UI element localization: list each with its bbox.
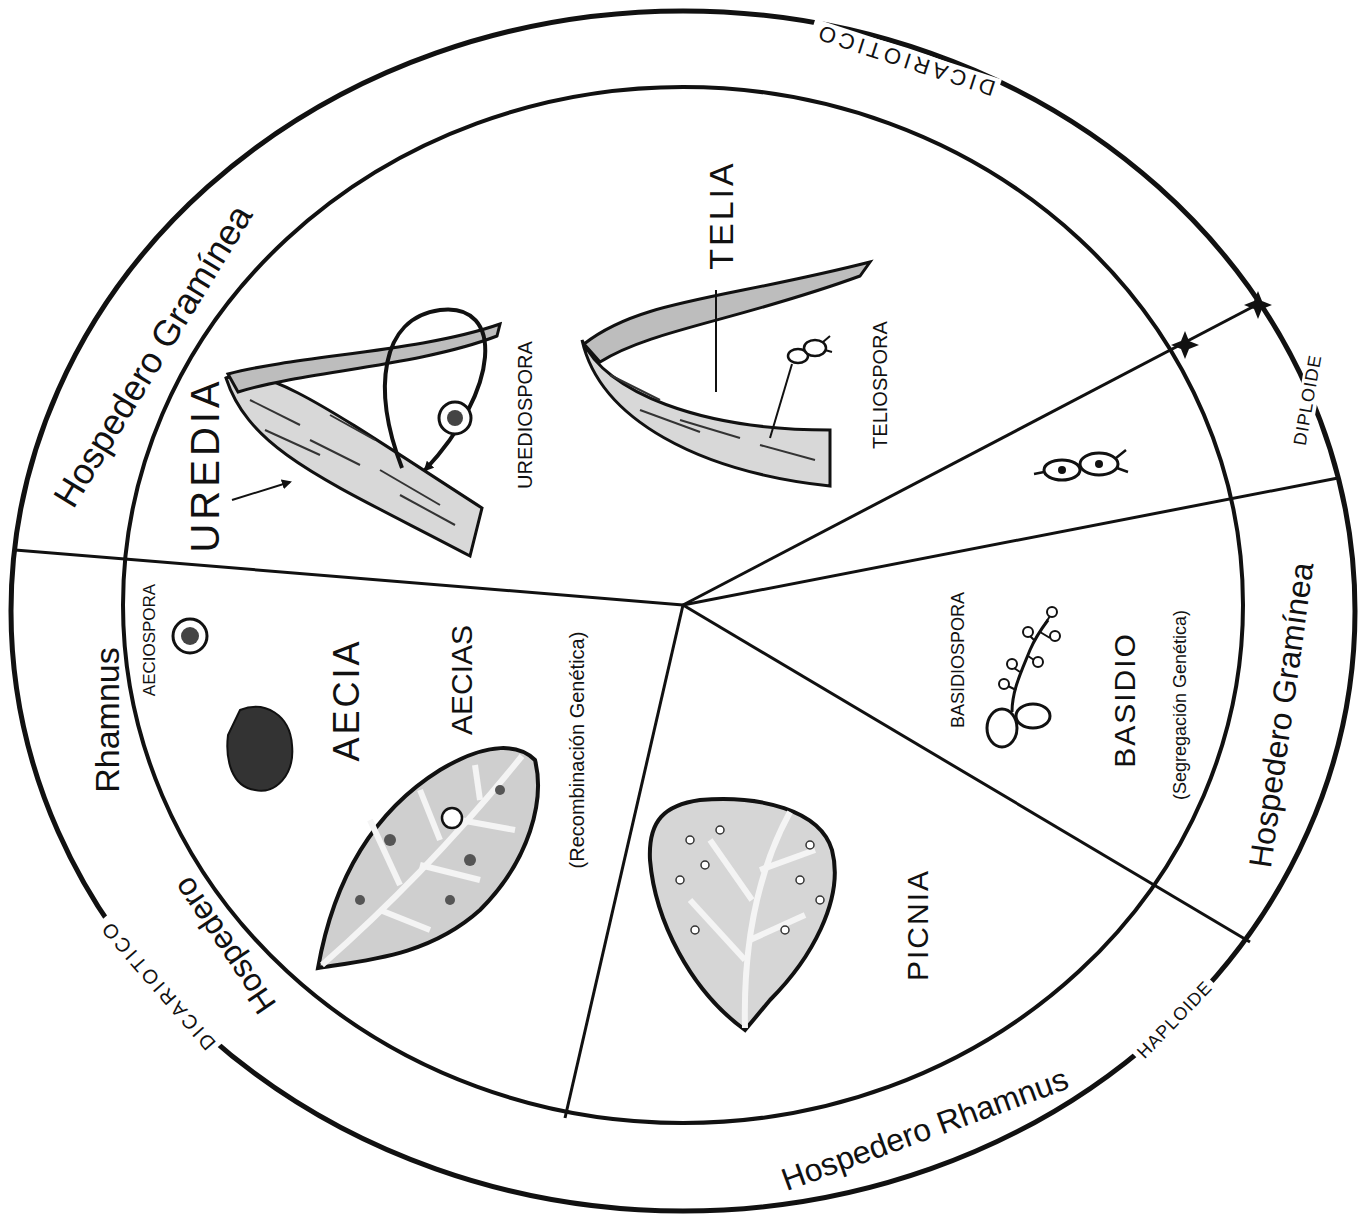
band-label: Hospedero — [167, 871, 282, 1020]
sector-lines — [15, 302, 1338, 1118]
spore-label: AECIOSPORA — [141, 584, 159, 696]
stage-label: AECIAS — [446, 625, 478, 735]
band-label: Hospedero Gramínea — [47, 198, 260, 513]
band-label: Rhamnus — [90, 647, 126, 793]
star-marks — [1171, 291, 1272, 359]
spore-label: UREDIOSPORA — [515, 341, 536, 489]
stage-label: AECIA — [328, 638, 366, 761]
band-label: Hospedero Rhamnus — [777, 1063, 1073, 1198]
ploidy-label: HAPLOIDE — [1131, 975, 1219, 1065]
spore-label: BASIDIOSPORA — [949, 592, 968, 728]
note-label: (Recombinación Genética) — [567, 632, 588, 869]
ploidy-label: DICARIOTICO — [808, 19, 1002, 102]
basidium — [987, 607, 1060, 747]
stage-label: PICNIA — [902, 869, 934, 981]
inner-circle — [123, 87, 1243, 1123]
stage-label: BASIDIO — [1109, 632, 1141, 768]
stage-label: UREDIA — [184, 377, 226, 552]
diploid-teliospore — [1034, 450, 1128, 480]
note-label: (Segregación Genética) — [1171, 610, 1190, 800]
band-label: Hospedero Gramínea — [1244, 560, 1320, 869]
picnia-leaf — [650, 799, 835, 1030]
aecia-drawings — [173, 619, 538, 968]
spore-label: TELIOSPORA — [870, 321, 891, 449]
stage-label: TELIA — [704, 160, 740, 269]
outer-ring — [11, 11, 1355, 1211]
telia-blade — [582, 262, 870, 486]
ploidy-label: DIPLOIDE — [1290, 349, 1326, 451]
uredia-blade — [226, 309, 500, 556]
